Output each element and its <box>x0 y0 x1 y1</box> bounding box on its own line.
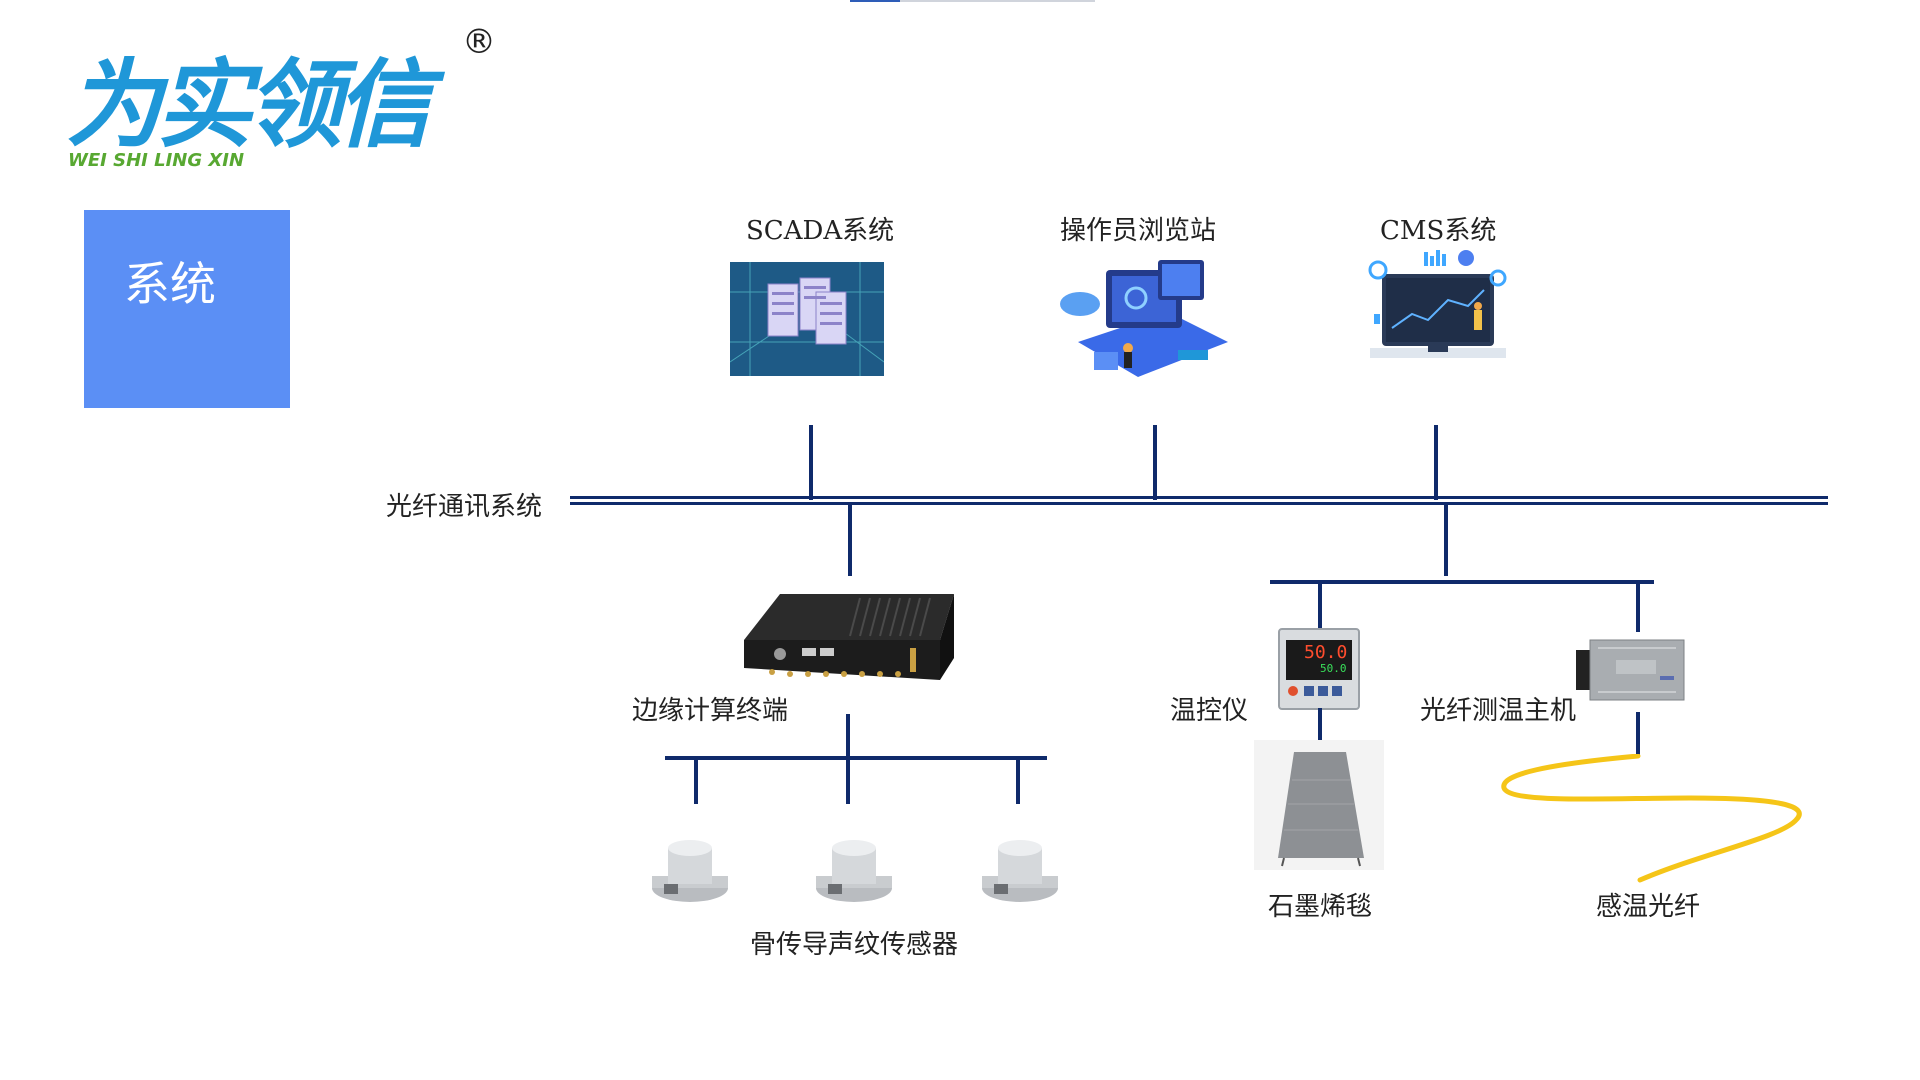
controller-button-icon <box>1332 686 1342 696</box>
operator-station-label: 操作员浏览站 <box>1060 216 1217 246</box>
section-badge: 系统 <box>84 210 290 408</box>
sensor-bar <box>665 756 1047 760</box>
scada-connector <box>809 425 813 500</box>
fiber-host-connector <box>1636 582 1640 632</box>
edge-label: 边缘计算终端 <box>632 696 789 726</box>
acoustic-sensor-image <box>816 840 892 902</box>
brand-logo: 为实领信 WEI SHI LING XIN ® <box>66 22 516 176</box>
fiber-host-label: 光纤测温主机 <box>1420 696 1577 726</box>
sensor-label: 骨传导声纹传感器 <box>750 930 959 960</box>
acoustic-sensor-image <box>652 840 728 902</box>
cms-label: CMS系统 <box>1380 216 1497 246</box>
temp-controller-label: 温控仪 <box>1170 696 1249 726</box>
server-cluster-image <box>730 262 884 376</box>
temperature-controller-image: 50.0 50.0 <box>1278 628 1360 710</box>
fiber-bus-line-top <box>570 496 1828 499</box>
sensor-drop-3 <box>1016 758 1020 804</box>
controller-display-top: 50.0 <box>1304 642 1348 663</box>
registered-mark: ® <box>462 22 496 62</box>
logo-mark: 为实领信 <box>66 49 432 161</box>
controller-button-icon <box>1318 686 1328 696</box>
monitor-analytics-image <box>1368 250 1507 358</box>
sensor-drop-2 <box>846 758 850 804</box>
sensing-fiber-image <box>1501 754 1802 883</box>
top-divider <box>850 0 1095 2</box>
top-divider-accent <box>850 0 900 2</box>
fiber-connector <box>1636 712 1640 756</box>
logo-subtitle: WEI SHI LING XIN <box>68 150 245 171</box>
fiber-bus-line-bottom <box>570 502 1828 505</box>
controller-button-icon <box>1304 686 1314 696</box>
edge-connector <box>848 504 852 576</box>
fiber-label: 感温光纤 <box>1596 892 1701 922</box>
graphene-blanket-image <box>1254 740 1384 870</box>
controller-display-bottom: 50.0 <box>1320 662 1347 675</box>
sensor-drop-1 <box>694 758 698 804</box>
graphene-connector <box>1318 708 1322 754</box>
operator-dashboard-image <box>1060 260 1228 377</box>
right-branch-bar <box>1270 580 1654 584</box>
acoustic-sensor-image <box>982 840 1058 902</box>
graphene-label: 石墨烯毯 <box>1268 892 1373 922</box>
right-branch-connector <box>1444 504 1448 576</box>
controller-indicator-icon <box>1288 686 1298 696</box>
controller-connector <box>1318 582 1322 632</box>
scada-label: SCADA系统 <box>746 216 895 246</box>
fiber-host-image <box>1576 639 1685 701</box>
controller-display: 50.0 50.0 <box>1286 640 1352 680</box>
operator-connector <box>1153 425 1157 500</box>
bus-label: 光纤通讯系统 <box>386 492 543 522</box>
sensor-trunk <box>846 714 850 758</box>
cms-connector <box>1434 425 1438 500</box>
edge-computer-image <box>744 594 954 680</box>
section-title: 系统 <box>124 257 216 311</box>
